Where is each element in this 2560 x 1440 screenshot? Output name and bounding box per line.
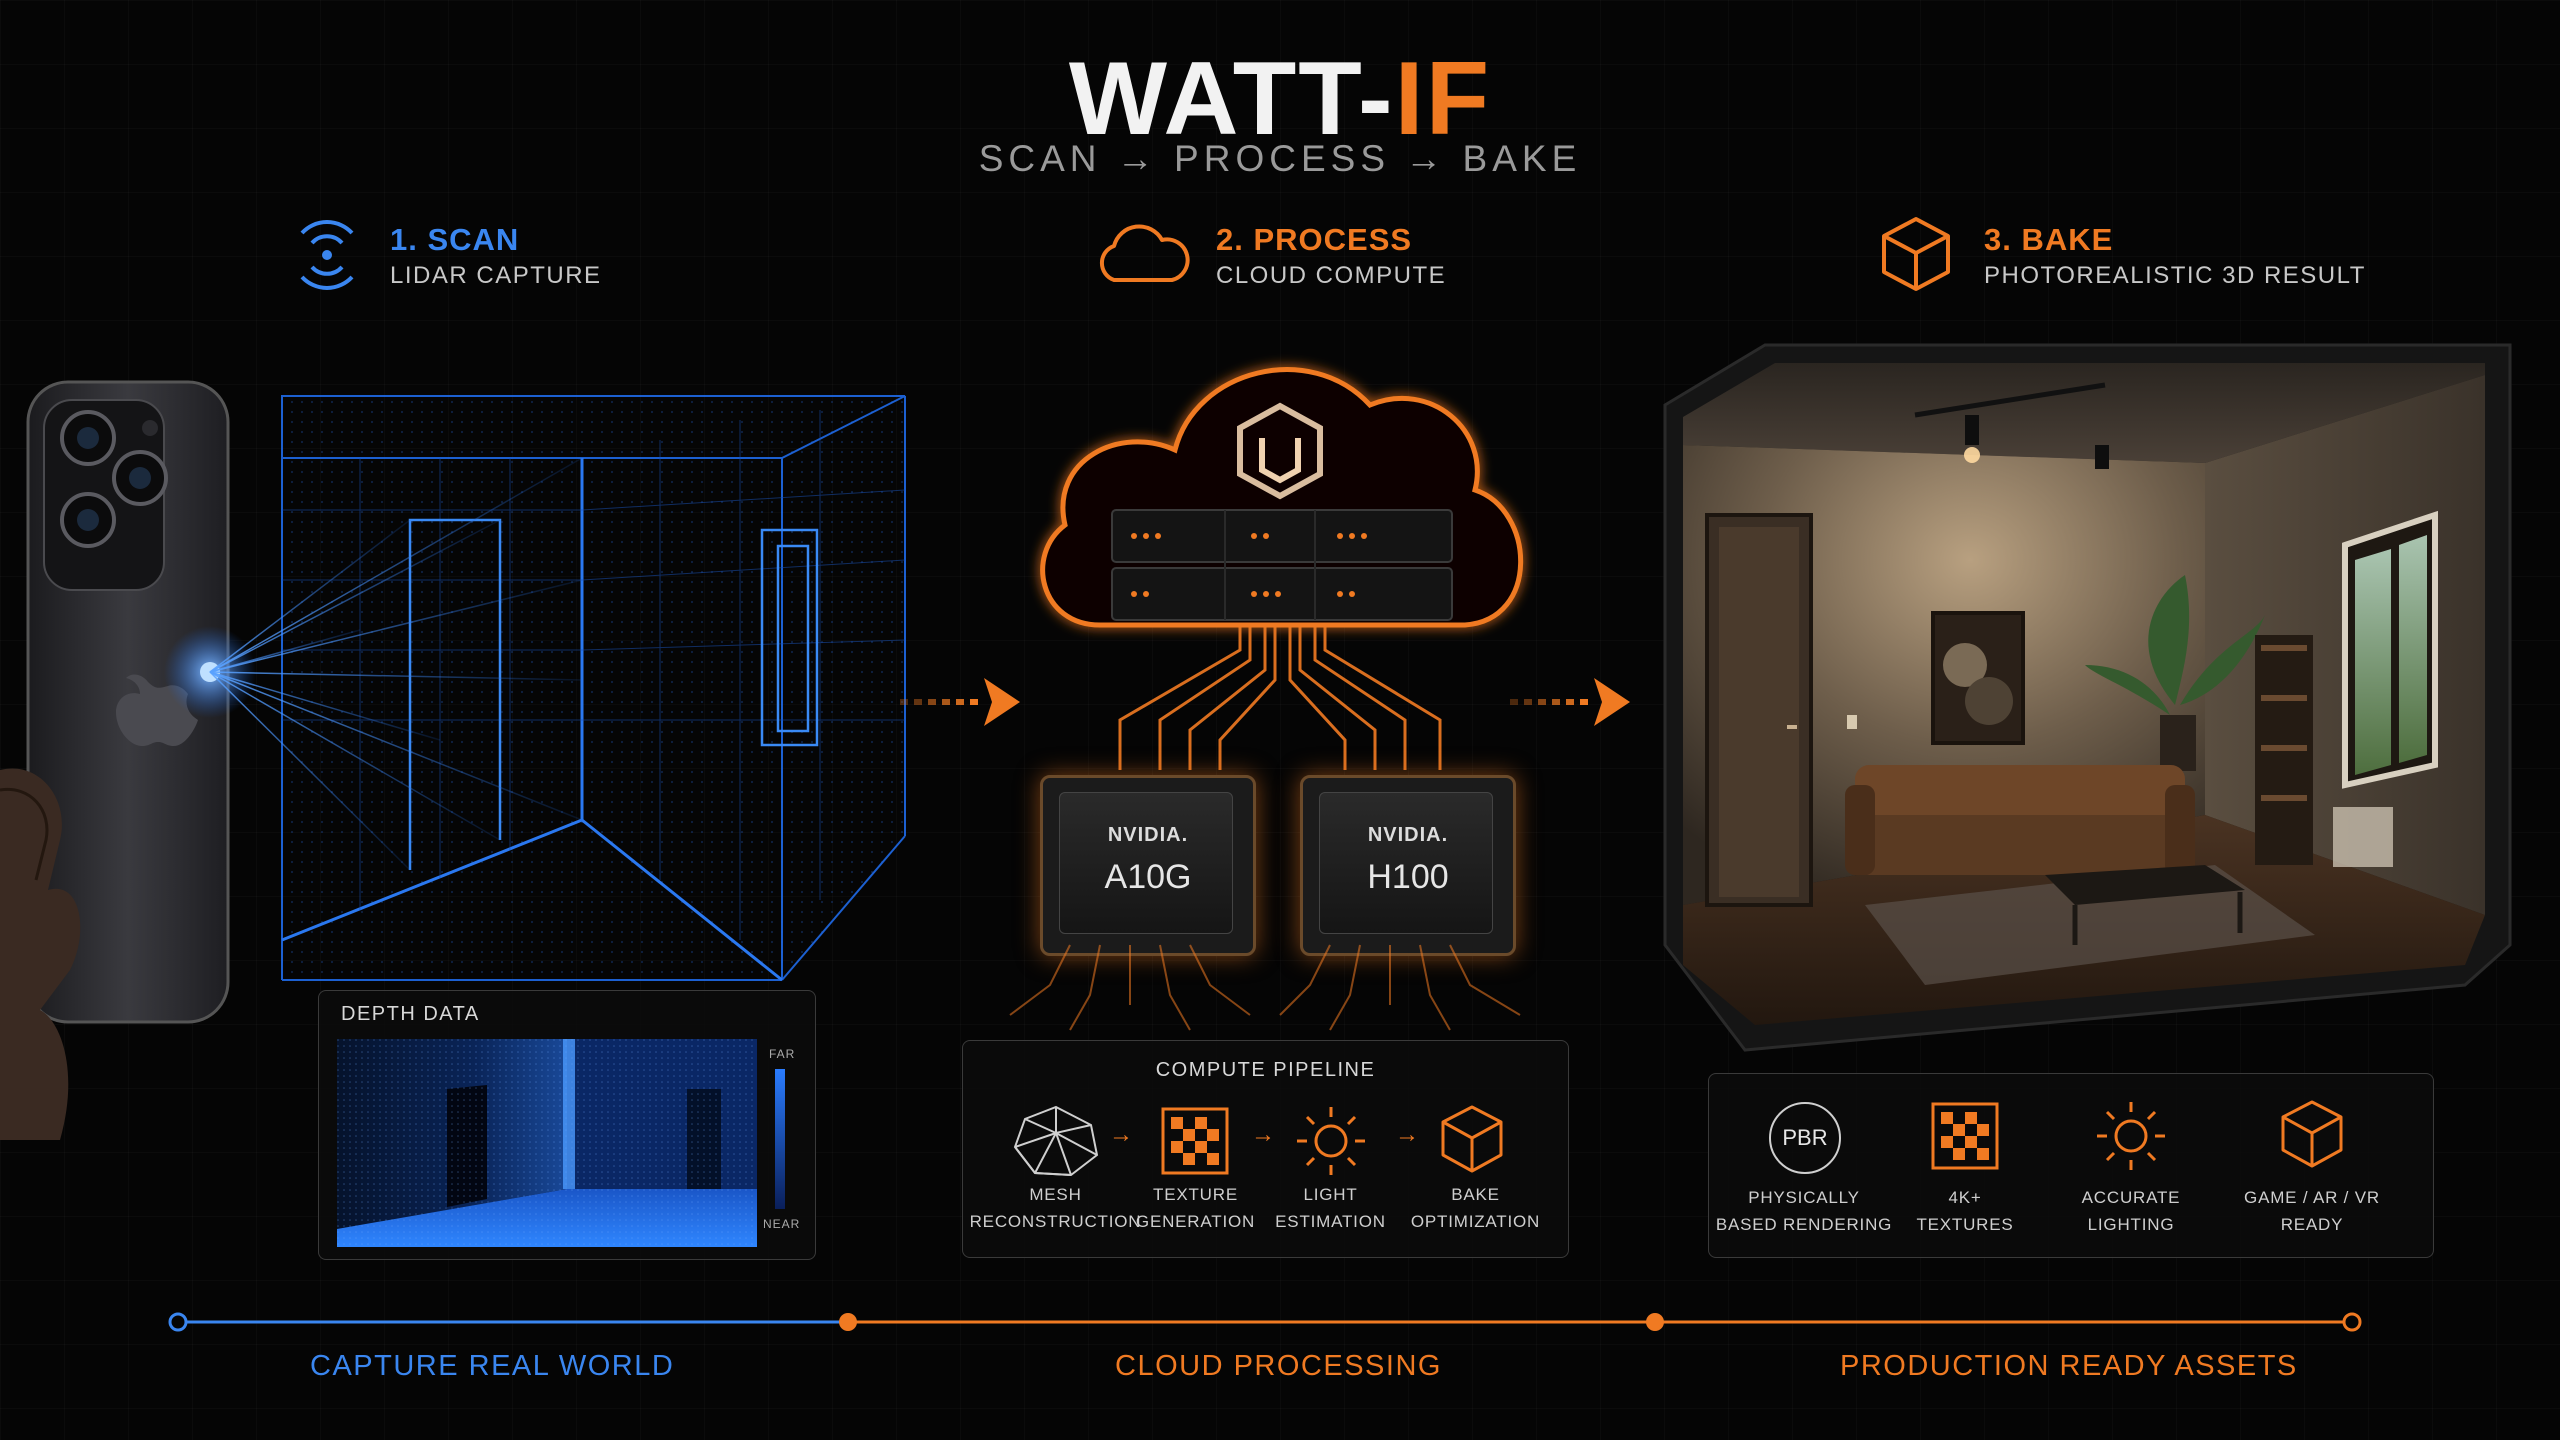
pipeline-arrow-1-icon: → — [1109, 1121, 1133, 1148]
pipeline-step-bake-line2: OPTIMIZATION — [1410, 1212, 1541, 1231]
cloud-logo-icon — [1237, 402, 1323, 500]
texture-icon — [1161, 1107, 1229, 1175]
gpu-brand-h100: NVIDIA. — [1367, 824, 1449, 846]
timeline-label-cloud: CLOUD PROCESSING — [1115, 1350, 1442, 1382]
depth-scale-near-label: NEAR — [763, 1217, 801, 1231]
sun-icon — [2097, 1102, 2165, 1170]
step-process-title: 2. PROCESS — [1216, 222, 1413, 257]
timeline-node-1 — [839, 1313, 857, 1331]
compute-pipeline-panel: COMPUTE PIPELINE MESH RECONSTRUCTION → T… — [962, 1040, 1569, 1258]
lidar-wireframe-room — [209, 395, 906, 982]
arrow-scan-to-process-icon — [900, 678, 1020, 726]
feature-textures-line1: 4K+ — [1948, 1188, 1982, 1207]
feature-ready-line2: READY — [2280, 1215, 2344, 1234]
arrow-process-to-bake-icon — [1510, 678, 1630, 726]
sun-icon — [1297, 1107, 1365, 1175]
timeline-track — [168, 1312, 2362, 1332]
mesh-icon — [1013, 1105, 1099, 1177]
feature-lighting-line1: ACCURATE — [2081, 1188, 2181, 1207]
depth-scale-far-label: FAR — [769, 1047, 796, 1061]
depth-panel-title: DEPTH DATA — [341, 1003, 480, 1025]
gpu-chip-a10g: NVIDIA. A10G — [1040, 775, 1256, 956]
timeline-node-2 — [1646, 1313, 1664, 1331]
feature-pbr-label: PHYSICALLY BASED RENDERING — [1709, 1184, 1899, 1238]
cloud-compute-illustration — [1040, 367, 1524, 770]
step-process-subtitle: CLOUD COMPUTE — [1216, 262, 1447, 289]
depth-map-image — [337, 1039, 757, 1247]
feature-ready-line1: GAME / AR / VR — [2244, 1188, 2380, 1207]
pipeline-step-mesh-line2: RECONSTRUCTION — [969, 1212, 1142, 1231]
brand-name-main: WATT- — [1068, 41, 1395, 157]
cube-icon — [1882, 217, 1950, 291]
depth-data-panel: DEPTH DATA FAR NEAR — [318, 990, 816, 1260]
cube-icon — [2281, 1100, 2343, 1168]
phone-illustration — [0, 380, 256, 1140]
timeline-label-capture: CAPTURE REAL WORLD — [310, 1350, 675, 1382]
pipeline-step-mesh-label: MESH RECONSTRUCTION — [963, 1181, 1148, 1235]
photorealistic-room-render — [1663, 343, 2512, 1052]
gpu-model-h100: H100 — [1367, 858, 1449, 896]
pipeline-step-texture-line1: TEXTURE — [1153, 1185, 1238, 1204]
pipeline-arrow-3-icon: → — [1395, 1121, 1419, 1148]
pipeline-step-light-line1: LIGHT — [1303, 1185, 1358, 1204]
pipeline-step-bake-line1: BAKE — [1451, 1185, 1500, 1204]
feature-ready-label: GAME / AR / VR READY — [2217, 1184, 2407, 1238]
feature-lighting-line2: LIGHTING — [2087, 1215, 2175, 1234]
pipeline-step-mesh-line1: MESH — [1029, 1185, 1082, 1204]
timeline-start-node — [168, 1312, 188, 1332]
pipeline-step-bake-label: BAKE OPTIMIZATION — [1383, 1181, 1568, 1235]
brand-logo: WATT-IF — [0, 40, 2560, 159]
pipeline-arrow-2-icon: → — [1251, 1121, 1275, 1148]
texture-icon — [1931, 1102, 1999, 1170]
bake-cube-icon — [1441, 1105, 1503, 1173]
feature-textures-line2: TEXTURES — [1916, 1215, 2014, 1234]
feature-pbr-line2: BASED RENDERING — [1715, 1215, 1893, 1234]
pipeline-title: COMPUTE PIPELINE — [1155, 1059, 1376, 1081]
feature-textures-label: 4K+ TEXTURES — [1875, 1184, 2055, 1238]
pipeline-step-light-label: LIGHT ESTIMATION — [1238, 1181, 1423, 1235]
pbr-badge-icon: PBR — [1769, 1102, 1841, 1174]
brand-tagline: SCAN → PROCESS → BAKE — [978, 138, 1582, 179]
cloud-icon — [1099, 224, 1190, 282]
gpu-model-a10g: A10G — [1104, 858, 1192, 896]
step-scan-title: 1. SCAN — [390, 222, 520, 257]
brand-name-accent: IF — [1394, 41, 1492, 157]
step-scan-subtitle: LIDAR CAPTURE — [390, 262, 602, 289]
feature-lighting-label: ACCURATE LIGHTING — [2039, 1184, 2223, 1238]
feature-pbr-line1: PHYSICALLY — [1748, 1188, 1860, 1207]
server-rack — [1111, 509, 1453, 621]
gpu-traces — [1009, 944, 1521, 1031]
gpu-brand-a10g: NVIDIA. — [1107, 824, 1189, 846]
lidar-waves-icon — [300, 220, 354, 290]
timeline-label-production: PRODUCTION READY ASSETS — [1840, 1350, 2298, 1382]
depth-scale-bar — [775, 1069, 785, 1209]
features-panel: PBR PHYSICALLY BASED RENDERING 4K+ TEXTU… — [1708, 1073, 2434, 1258]
step-bake-title: 3. BAKE — [1984, 222, 2114, 257]
pipeline-step-texture-line2: GENERATION — [1135, 1212, 1256, 1231]
timeline-end-node — [2342, 1312, 2362, 1332]
pipeline-step-texture-label: TEXTURE GENERATION — [1103, 1181, 1288, 1235]
step-bake-subtitle: PHOTOREALISTIC 3D RESULT — [1984, 262, 2366, 289]
pipeline-step-light-line2: ESTIMATION — [1275, 1212, 1386, 1231]
gpu-chip-h100: NVIDIA. H100 — [1300, 775, 1516, 956]
